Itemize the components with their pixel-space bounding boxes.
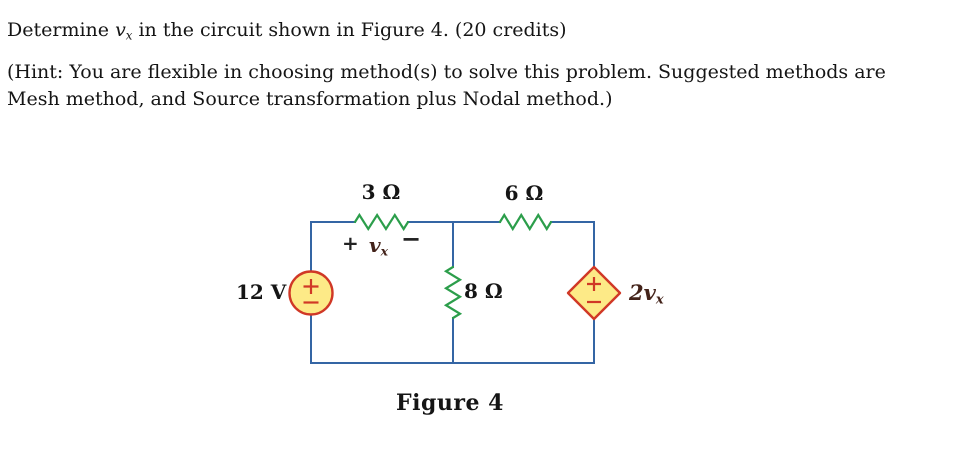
- dependent-source-plus-icon: [587, 277, 601, 291]
- statement-variable-subscript: x: [125, 28, 133, 43]
- resistors: [353, 212, 553, 320]
- statement-prefix: Determine: [7, 19, 116, 41]
- voltage-source-plus-icon: [303, 279, 319, 294]
- resistor-6ohm-label: 6 Ω: [504, 181, 544, 205]
- statement-suffix: in the circuit shown in Figure 4. (20 cr…: [132, 19, 567, 41]
- dependent-source-label-subscript: x: [655, 292, 664, 308]
- hint-text: (Hint: You are flexible in choosing meth…: [7, 59, 886, 113]
- dependent-source-diamond: [566, 265, 622, 321]
- statement-variable: v: [115, 19, 126, 41]
- resistor-3ohm-zigzag: [353, 212, 410, 232]
- resistor-3ohm-label: 3 Ω: [361, 180, 401, 204]
- hint-line-2: Mesh method, and Source transformation p…: [7, 88, 613, 110]
- dependent-voltage-source-icon: [566, 265, 622, 321]
- resistor-8ohm-zigzag: [443, 265, 463, 320]
- circuit-wires: [310, 221, 595, 364]
- resistor-6ohm-zigzag: [498, 212, 553, 232]
- figure-caption: Figure 4: [396, 390, 504, 416]
- vx-minus-sign: −: [401, 224, 422, 253]
- dependent-source-label: 2vx: [629, 280, 664, 308]
- resistor-8ohm-label: 8 Ω: [464, 279, 503, 303]
- vx-label-subscript: x: [380, 243, 389, 259]
- vx-label: vx: [369, 233, 388, 258]
- problem-statement: Determine vx in the circuit shown in Fig…: [7, 17, 567, 48]
- dependent-source-label-base: 2v: [629, 280, 656, 305]
- vx-label-base: v: [369, 233, 381, 257]
- hint-line-1: (Hint: You are flexible in choosing meth…: [7, 61, 886, 83]
- vx-plus-sign: +: [342, 231, 359, 255]
- independent-voltage-source-icon: [288, 270, 334, 316]
- voltage-source-label: 12 V: [236, 280, 287, 304]
